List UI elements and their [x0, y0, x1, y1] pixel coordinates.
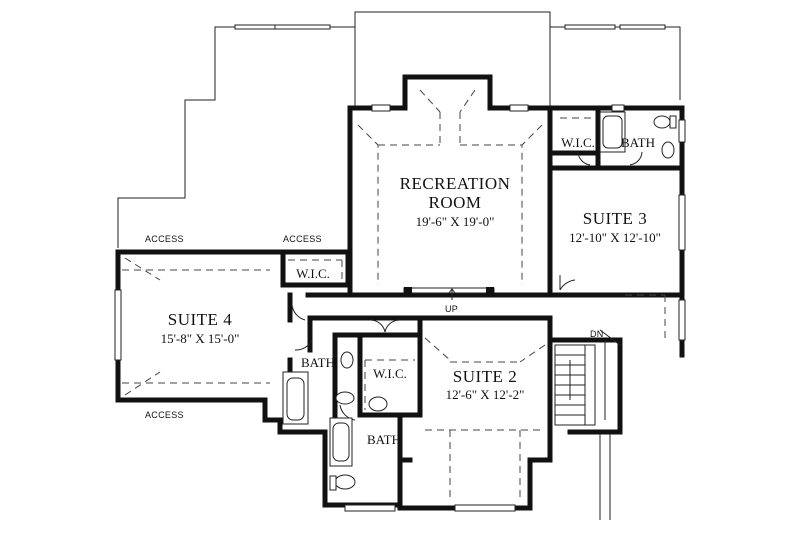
- stairs: [554, 329, 621, 426]
- suite-3-name: SUITE 3: [583, 209, 647, 228]
- stair-down-label: DN: [590, 329, 604, 339]
- recreation-room-name-line2: ROOM: [428, 193, 481, 212]
- suite-2: SUITE 2 12'-6" X 12'-2" W.I.C. BATH: [367, 366, 524, 447]
- suite-2-bath-label: BATH: [367, 432, 401, 447]
- suite-4-bath-label: BATH: [301, 355, 335, 370]
- suite-2-name: SUITE 2: [453, 367, 517, 386]
- recreation-room-dimensions: 19'-6" X 19'-0": [416, 214, 495, 229]
- suite-2-wic-label: W.I.C.: [373, 366, 407, 381]
- doors: [291, 151, 643, 421]
- recreation-room: RECREATION ROOM 19'-6" X 19'-0": [400, 174, 511, 229]
- suite-2-dimensions: 12'-6" X 12'-2": [446, 387, 525, 402]
- misc-labels: ACCESS ACCESS ACCESS UP DN: [145, 234, 604, 420]
- suite-4: SUITE 4 15'-8" X 15'-0" W.I.C. BATH: [161, 266, 335, 370]
- suite-3-wic-label: W.I.C.: [561, 135, 595, 150]
- fixtures: [282, 111, 677, 491]
- windows: [114, 104, 686, 512]
- recreation-room-name-line1: RECREATION: [400, 174, 511, 193]
- stair-up-label: UP: [445, 304, 458, 314]
- suite-4-name: SUITE 4: [168, 310, 232, 329]
- suite-3-dimensions: 12'-10" X 12'-10": [569, 230, 661, 245]
- suite-4-dimensions: 15'-8" X 15'-0": [161, 331, 240, 346]
- access-label-top-left: ACCESS: [145, 234, 184, 244]
- suite-3: SUITE 3 12'-10" X 12'-10" W.I.C. BATH: [561, 135, 661, 245]
- roof-windows: [234, 24, 666, 30]
- ceiling-lines: [122, 89, 666, 500]
- suite-3-bath-label: BATH: [621, 135, 655, 150]
- access-label-bottom: ACCESS: [145, 410, 184, 420]
- suite-4-wic-label: W.I.C.: [296, 266, 330, 281]
- access-label-top-right: ACCESS: [283, 234, 322, 244]
